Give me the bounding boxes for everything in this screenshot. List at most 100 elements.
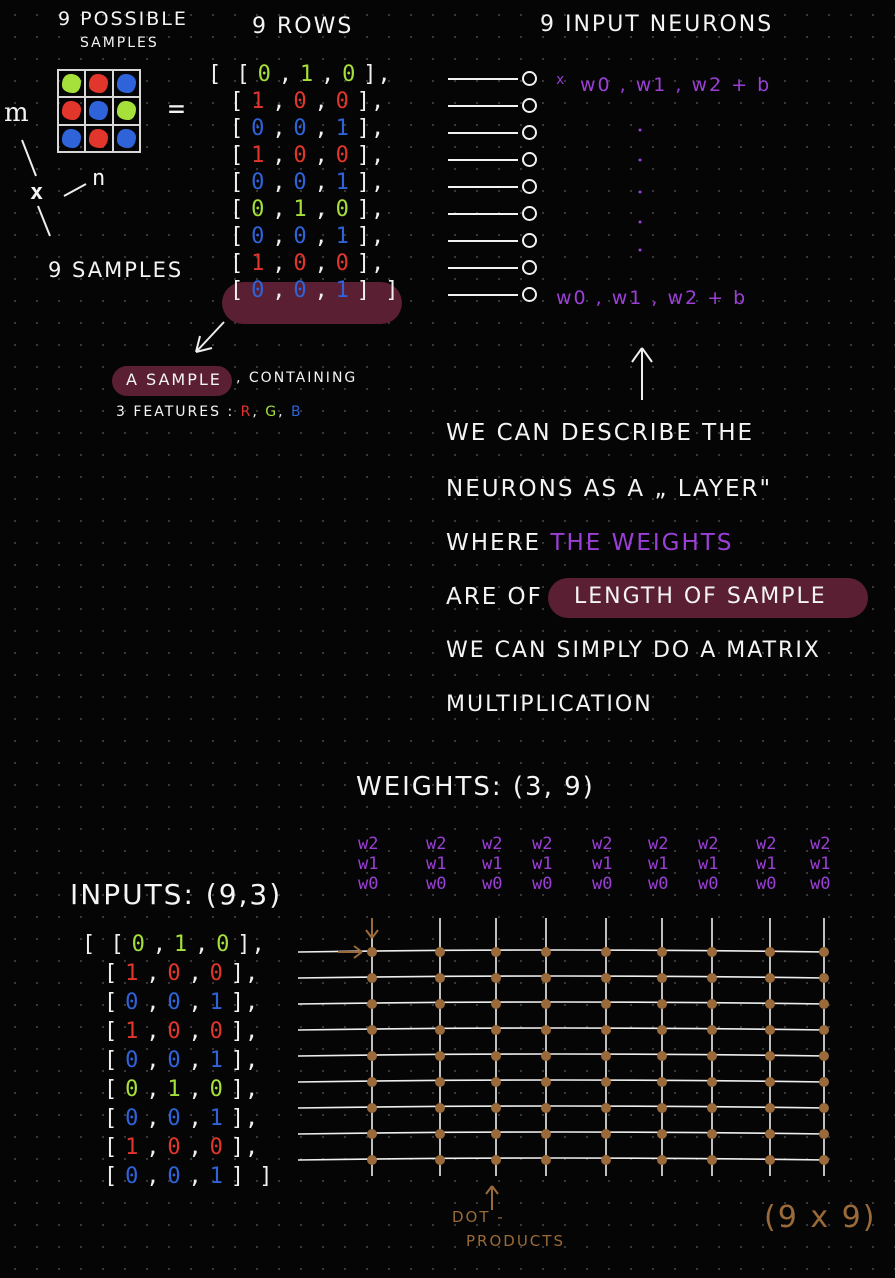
dot-products-label-2: PRODUCTS <box>466 1232 565 1250</box>
weight-entry: w1 <box>698 854 719 874</box>
dot-product-point <box>601 1129 611 1139</box>
n-label: n <box>92 166 106 191</box>
weight-entry: w1 <box>482 854 503 874</box>
matrix-cell: 0 <box>251 116 266 141</box>
weight-entry: w1 <box>426 854 447 874</box>
matrix-cell: 1 <box>251 89 266 114</box>
color-blob <box>116 128 136 148</box>
neuron-input-line <box>448 213 518 215</box>
color-grid-cell <box>58 97 86 125</box>
matrix-cell: 1 <box>209 1106 224 1131</box>
first-input-arrow <box>338 945 363 959</box>
bracket-close: ] ] <box>230 1164 274 1189</box>
bracket-close: ], <box>230 1048 260 1073</box>
matrix-row: [0,0,1], <box>230 224 385 249</box>
matrix-cell: 1 <box>167 1077 182 1102</box>
matrix-cell: 1 <box>209 990 224 1015</box>
weight-entry: w2 <box>592 834 613 854</box>
input-horizontal-line <box>297 1001 827 1005</box>
comma: , <box>188 1048 203 1073</box>
dot-product-point <box>601 1051 611 1061</box>
dot-product-point <box>765 973 775 983</box>
sample-note-rest: , CONTAINING <box>236 370 358 386</box>
matrix-cell: 0 <box>216 932 231 957</box>
neuron-input-line <box>448 159 518 161</box>
comma: , <box>188 1135 203 1160</box>
matrix-cell: 0 <box>251 170 266 195</box>
comma: , <box>314 116 329 141</box>
matrix-row: [0,0,1] ] <box>104 1164 274 1189</box>
dot-product-point <box>435 1103 445 1113</box>
dot-product-point <box>819 1103 829 1113</box>
dot-product-point <box>657 1077 667 1087</box>
color-grid-cell <box>112 70 140 98</box>
matrix-cell: 0 <box>125 990 140 1015</box>
sample-note-highlight-text: A SAMPLE <box>126 370 222 389</box>
comma: , <box>272 170 287 195</box>
bracket-open: [ <box>230 224 245 249</box>
matrix-cell: 1 <box>335 224 350 249</box>
length-highlight <box>548 578 868 618</box>
dot-product-point <box>367 1025 377 1035</box>
dot-product-point <box>367 1129 377 1139</box>
weight-entry: w2 <box>698 834 719 854</box>
comma: , <box>146 1077 161 1102</box>
weights-label: WEIGHTS: (3, 9) <box>356 772 595 802</box>
dot-product-point <box>601 973 611 983</box>
neurons-up-arrow <box>631 347 653 400</box>
matrix-cell: 0 <box>209 1077 224 1102</box>
bracket-open: [ <box>104 1077 119 1102</box>
matrix-cell: 0 <box>335 197 350 222</box>
dot-product-point <box>541 1051 551 1061</box>
matrix-cell: 0 <box>125 1048 140 1073</box>
weight-entry: w1 <box>648 854 669 874</box>
comma: , <box>188 1106 203 1131</box>
color-blob <box>116 74 136 94</box>
weight-entry: w1 <box>810 854 831 874</box>
matrix-cell: 0 <box>293 143 308 168</box>
input-horizontal-line <box>297 1105 827 1109</box>
weight-entry: w2 <box>358 834 379 854</box>
bracket-close: ], <box>230 1019 260 1044</box>
matrix-cell: 0 <box>131 932 146 957</box>
matrix-cell: 1 <box>125 1019 140 1044</box>
sample-note-highlight <box>112 366 232 396</box>
matrix-cell: 0 <box>125 1164 140 1189</box>
weight-entry: w1 <box>592 854 613 874</box>
bracket-close: ], <box>363 62 392 87</box>
dot-product-point <box>707 1077 717 1087</box>
bracket-open: [ <box>230 116 245 141</box>
comma: , <box>321 62 336 87</box>
matrix-cell: 0 <box>251 197 266 222</box>
matrix-cell: 0 <box>335 143 350 168</box>
dot-product-point <box>765 947 775 957</box>
matrix-cell: 0 <box>293 278 308 303</box>
matrix-cell: 0 <box>209 1019 224 1044</box>
neuron-circle <box>522 179 537 194</box>
dot-product-point <box>541 1103 551 1113</box>
dot-product-point <box>541 1155 551 1165</box>
bracket-open: [ <box>230 251 245 276</box>
dot-product-point <box>367 973 377 983</box>
comma: , <box>146 1164 161 1189</box>
matrix-cell: 1 <box>335 116 350 141</box>
dot-product-point <box>541 1129 551 1139</box>
dot-product-point <box>435 947 445 957</box>
comma: , <box>146 990 161 1015</box>
bracket-open: [ [ <box>208 62 251 87</box>
dot-products-label: DOT - <box>452 1208 505 1226</box>
input-horizontal-line <box>297 949 827 953</box>
matrix-cell: 0 <box>167 990 182 1015</box>
features-label: 3 FEATURES : R, G, B <box>116 404 303 420</box>
matrix-cell: 1 <box>251 251 266 276</box>
dot-product-point <box>765 1077 775 1087</box>
dot-product-point <box>541 973 551 983</box>
dot-product-point <box>491 1129 501 1139</box>
neuron-circle <box>522 206 537 221</box>
matrix-cell: 0 <box>335 251 350 276</box>
dot-product-point <box>541 1077 551 1087</box>
dot-product-point <box>765 1129 775 1139</box>
matrix-cell: 0 <box>125 1077 140 1102</box>
